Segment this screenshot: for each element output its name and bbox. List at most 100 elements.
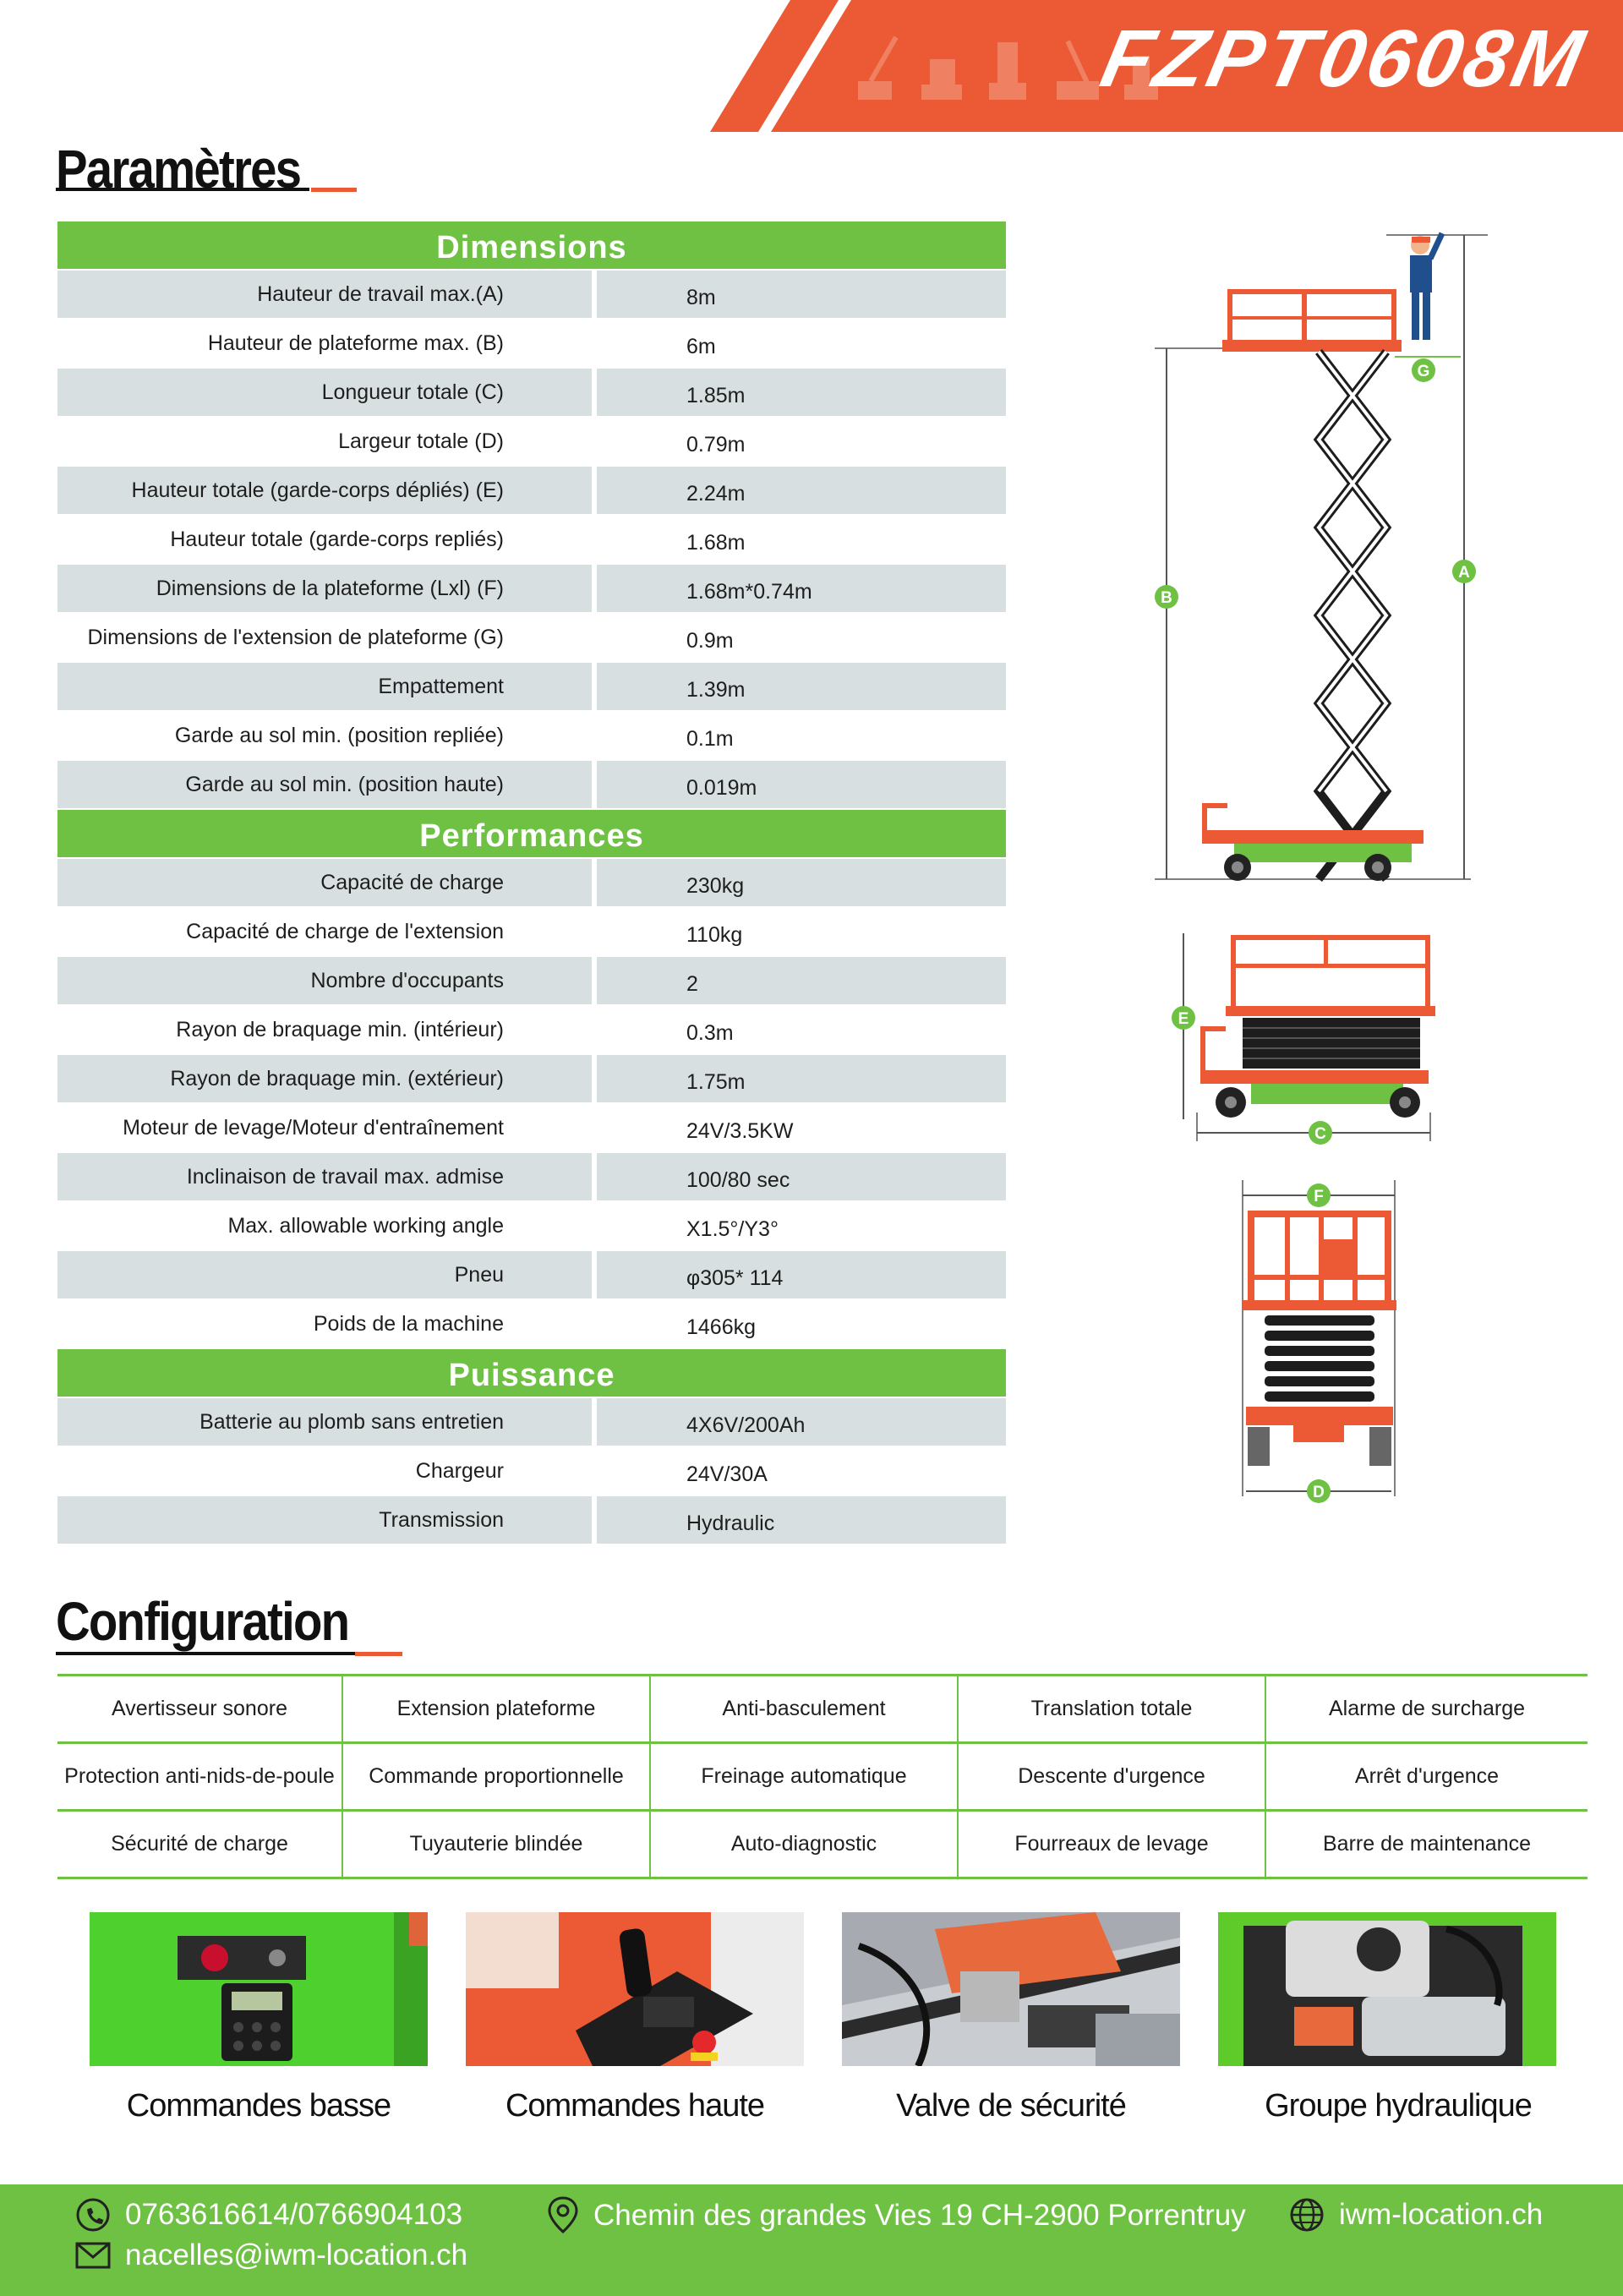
control-panel-photo bbox=[90, 1912, 428, 2066]
spec-value: 100/80 sec bbox=[597, 1153, 1006, 1200]
address-text: Chemin des grandes Vies 19 CH-2900 Porre… bbox=[593, 2199, 1246, 2232]
spec-row: Dimensions de l'extension de plateforme … bbox=[57, 614, 1006, 661]
phone-icon bbox=[76, 2198, 110, 2232]
spec-value: 0.1m bbox=[686, 727, 734, 751]
label-a: A bbox=[1458, 564, 1470, 582]
globe-icon bbox=[1290, 2198, 1324, 2232]
spec-value: 24V/3.5KW bbox=[686, 1119, 794, 1143]
params-accent-line bbox=[311, 188, 357, 192]
spec-label: Capacité de charge de l'extension bbox=[186, 920, 504, 943]
photo-caption: Groupe hydraulique bbox=[1265, 2088, 1533, 2124]
spec-value: 8m bbox=[597, 271, 1006, 318]
config-item: Protection anti-nids-de-poule bbox=[64, 1764, 335, 1788]
spec-value: Hydraulic bbox=[597, 1496, 1006, 1544]
spec-label: Rayon de braquage min. (intérieur) bbox=[176, 1018, 504, 1041]
config-item: Arrêt d'urgence bbox=[1265, 1744, 1587, 1809]
photo-caption: Commandes basse bbox=[126, 2088, 391, 2124]
section-header-performances: Performances bbox=[57, 810, 1006, 857]
spec-value: 1.39m bbox=[597, 663, 1006, 710]
spec-label: Rayon de braquage min. (extérieur) bbox=[57, 1055, 592, 1102]
model-name: FZPT0608M bbox=[1093, 14, 1594, 104]
spec-row: Largeur totale (D)0.79m bbox=[57, 418, 1006, 465]
footer-address: Chemin des grandes Vies 19 CH-2900 Porre… bbox=[546, 2196, 1246, 2235]
spec-value: 1466kg bbox=[686, 1315, 757, 1339]
spec-value: 1.68m bbox=[686, 531, 746, 555]
spec-value: 6m bbox=[686, 335, 716, 358]
spec-label: Poids de la machine bbox=[313, 1312, 504, 1336]
config-item: Descente d'urgence bbox=[957, 1744, 1265, 1809]
spec-label: Garde au sol min. (position haute) bbox=[57, 761, 592, 808]
spec-value: 24V/30A bbox=[686, 1462, 768, 1486]
spec-row: Hauteur de travail max.(A)8m bbox=[57, 271, 1006, 318]
config-item: Translation totale bbox=[957, 1676, 1265, 1741]
label-f: F bbox=[1314, 1188, 1324, 1205]
spec-value: 0.019m bbox=[597, 761, 1006, 808]
spec-value: 2.24m bbox=[597, 467, 1006, 514]
spec-row: Hauteur de plateforme max. (B) 6m bbox=[57, 320, 1006, 367]
photo-caption: Valve de sécurité bbox=[896, 2088, 1127, 2124]
label-g: G bbox=[1418, 363, 1430, 380]
web-text: iwm-location.ch bbox=[1339, 2198, 1544, 2231]
spec-row: Capacité de charge de l'extension 110kg bbox=[57, 908, 1006, 955]
label-e: E bbox=[1178, 1010, 1189, 1028]
config-item: Extension plateforme bbox=[342, 1676, 649, 1741]
spec-label: Hauteur de plateforme max. (B) bbox=[207, 331, 504, 355]
banner-shape bbox=[710, 0, 1623, 132]
label-c: C bbox=[1314, 1125, 1326, 1143]
spec-row: Rayon de braquage min. (extérieur)1.75m bbox=[57, 1055, 1006, 1102]
footer-email[interactable]: nacelles@iwm-location.ch bbox=[74, 2239, 467, 2272]
section-header-dimensions: Dimensions bbox=[57, 221, 1006, 269]
spec-label: Moteur de levage/Moteur d'entraînement bbox=[123, 1116, 504, 1140]
header-banner: FZPT0608M bbox=[609, 0, 1623, 132]
location-pin-icon bbox=[548, 2196, 578, 2233]
config-item: Auto-diagnostic bbox=[649, 1812, 957, 1877]
spec-label: Batterie au plomb sans entretien bbox=[57, 1398, 592, 1446]
footer-phone[interactable]: 0763616614/0766904103 bbox=[74, 2196, 462, 2233]
spec-label: Dimensions de l'extension de plateforme … bbox=[87, 626, 504, 649]
spec-label: Chargeur bbox=[415, 1459, 504, 1483]
spec-value: X1.5°/Y3° bbox=[686, 1217, 779, 1241]
mail-icon bbox=[75, 2242, 111, 2269]
spec-row: Dimensions de la plateforme (Lxl) (F)1.6… bbox=[57, 565, 1006, 612]
config-underline bbox=[56, 1652, 360, 1655]
spec-label: Hauteur totale (garde-corps repliés) bbox=[170, 528, 504, 551]
config-item: Anti-basculement bbox=[649, 1676, 957, 1741]
spec-row: Hauteur totale (garde-corps repliés) 1.68… bbox=[57, 516, 1006, 563]
label-b: B bbox=[1161, 589, 1172, 607]
spec-label: Dimensions de la plateforme (Lxl) (F) bbox=[57, 565, 592, 612]
spec-value: 0.9m bbox=[686, 629, 734, 653]
footer-web[interactable]: iwm-location.ch bbox=[1288, 2196, 1543, 2233]
config-item: Avertisseur sonore bbox=[112, 1697, 287, 1720]
spec-row: Longueur totale (C)1.85m bbox=[57, 369, 1006, 416]
spec-label: Capacité de charge bbox=[57, 859, 592, 906]
spec-value: 110kg bbox=[686, 923, 743, 947]
spec-label: Empattement bbox=[57, 663, 592, 710]
spec-row: Moteur de levage/Moteur d'entraînement 24… bbox=[57, 1104, 1006, 1151]
spec-label: Pneu bbox=[57, 1251, 592, 1298]
phone-text: 0763616614/0766904103 bbox=[125, 2198, 463, 2231]
stowed-view-diagram: E C bbox=[1172, 933, 1435, 1145]
spec-row: Poids de la machine 1466kg bbox=[57, 1300, 1006, 1348]
side-view-diagram: B A G bbox=[1155, 232, 1488, 883]
label-d: D bbox=[1313, 1484, 1325, 1501]
spec-label: Garde au sol min. (position repliée) bbox=[174, 724, 504, 747]
spec-row: Garde au sol min. (position repliée) 0.1m bbox=[57, 712, 1006, 759]
config-item: Fourreaux de levage bbox=[957, 1812, 1265, 1877]
section-header-puissance: Puissance bbox=[57, 1349, 1006, 1397]
params-underline bbox=[56, 188, 309, 191]
spec-value: φ305* 114 bbox=[597, 1251, 1006, 1298]
config-item: Tuyauterie blindée bbox=[342, 1812, 649, 1877]
photo-caption: Commandes haute bbox=[505, 2088, 765, 2124]
hydraulic-unit-photo bbox=[1218, 1912, 1556, 2066]
spec-label: Transmission bbox=[57, 1496, 592, 1544]
spec-label: Longueur totale (C) bbox=[57, 369, 592, 416]
